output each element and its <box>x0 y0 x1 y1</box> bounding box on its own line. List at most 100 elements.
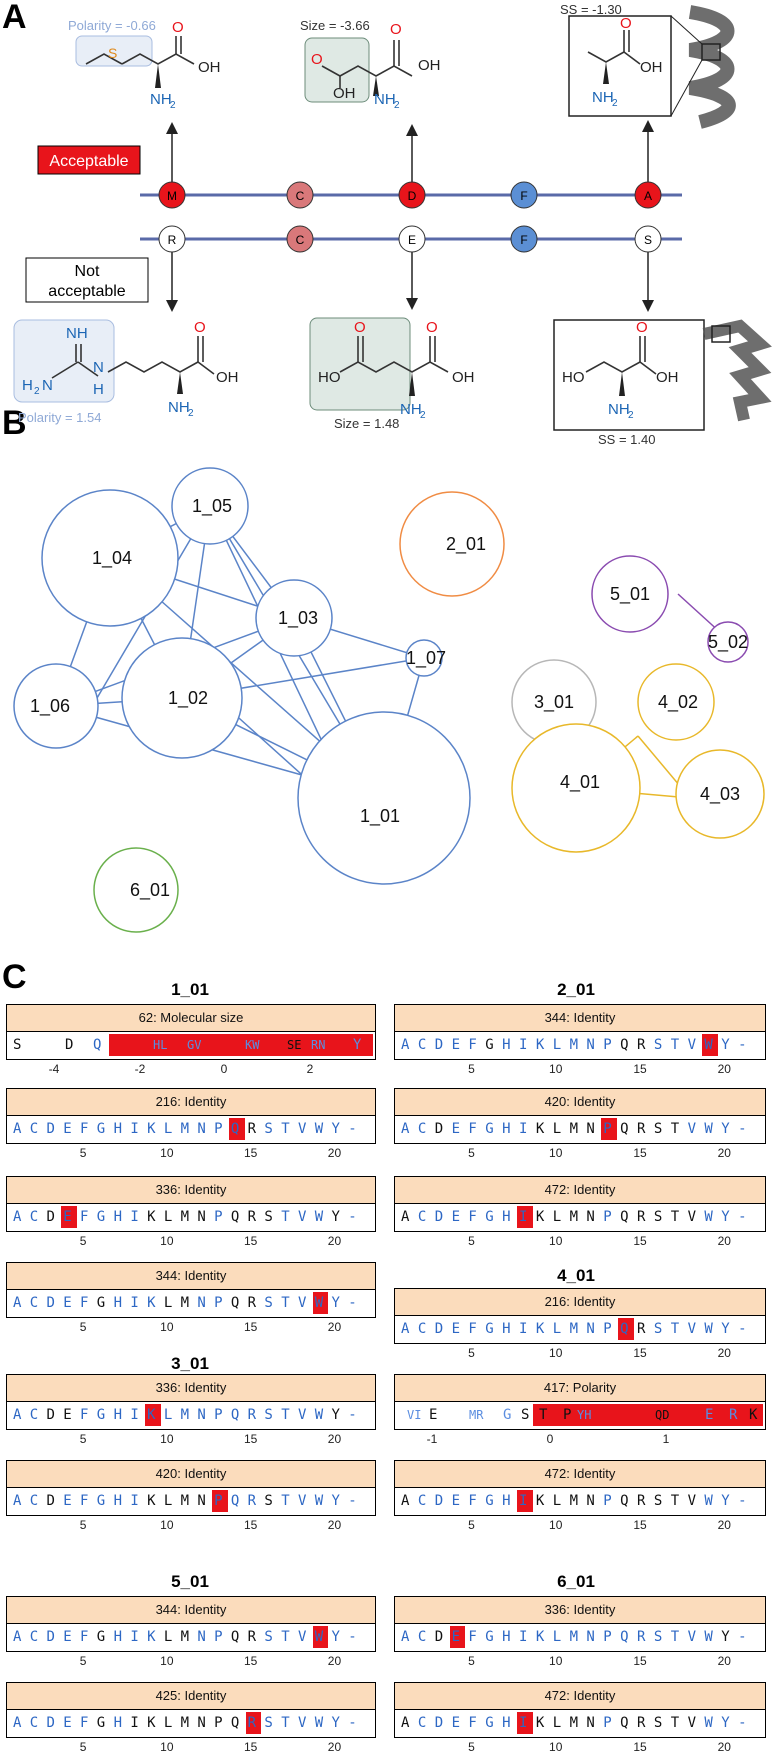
svg-text:O: O <box>354 319 366 336</box>
residue-letter: D <box>46 1493 55 1509</box>
residue-letter: N <box>197 1715 206 1731</box>
residue-letter: E <box>63 1407 72 1423</box>
residue-letter: N <box>197 1407 206 1423</box>
residue-letter: T <box>670 1715 680 1731</box>
residue-letter: D <box>46 1295 55 1311</box>
residue-letter: M <box>569 1037 578 1053</box>
node-1-01 <box>297 711 471 885</box>
residue-letter: W <box>704 1037 713 1053</box>
ser-ss-label: SS = 1.40 <box>598 432 655 447</box>
residue-letter: - <box>348 1407 357 1423</box>
residue-letter: I <box>130 1295 139 1311</box>
logo-header: 472: Identity <box>395 1683 765 1710</box>
residue-letter: P <box>214 1209 223 1225</box>
residue-letter: N <box>197 1209 206 1225</box>
residue-letter: Q <box>230 1121 240 1137</box>
residue-letter: A <box>401 1209 410 1225</box>
residue-letter: N <box>586 1321 595 1337</box>
residue-letter: Q <box>620 1037 629 1053</box>
svg-text:O: O <box>311 51 323 68</box>
node-1-05 <box>171 467 249 545</box>
residue-letter: M <box>180 1629 190 1645</box>
residue-letter: S <box>653 1493 663 1509</box>
residue-letter: L <box>163 1121 173 1137</box>
not-acceptable-label-2: acceptable <box>48 283 125 300</box>
met-polarity-label: Polarity = -0.66 <box>68 18 156 33</box>
residue-letter: F <box>468 1209 477 1225</box>
residue-letter: M <box>180 1295 190 1311</box>
residue-letter: E <box>451 1629 460 1645</box>
residue-letter: L <box>552 1209 562 1225</box>
glu-size-label: Size = 1.48 <box>334 416 399 431</box>
residue-letter: R <box>637 1037 646 1053</box>
residue-letter: S <box>264 1121 273 1137</box>
residue-letter: A <box>401 1037 410 1053</box>
residue-letter: F <box>80 1715 89 1731</box>
residue-letter: N <box>197 1629 206 1645</box>
svg-text:OH: OH <box>418 57 441 74</box>
residue-e: E <box>408 233 416 247</box>
residue-f-bottom: F <box>520 233 527 247</box>
residue-letter: C <box>417 1037 427 1053</box>
residue-letter: I <box>519 1037 528 1053</box>
residue-letter: Q <box>620 1493 629 1509</box>
residue-letter: F <box>468 1715 477 1731</box>
residue-letter: S <box>264 1629 273 1645</box>
svg-text:1_03: 1_03 <box>278 608 318 629</box>
residue-letter: N <box>586 1715 595 1731</box>
residue-letter: T <box>281 1121 290 1137</box>
node-4-01 <box>511 723 641 853</box>
svg-text:1_04: 1_04 <box>92 548 132 569</box>
logo-header: 420: Identity <box>395 1089 765 1116</box>
residue-letter: - <box>348 1295 357 1311</box>
node-5-02 <box>707 621 749 663</box>
svg-text:OH: OH <box>333 85 356 102</box>
residue-letter: C <box>29 1407 39 1423</box>
residue-letter: V <box>687 1493 696 1509</box>
residue-letter: T <box>281 1295 290 1311</box>
residue-letter: I <box>130 1121 139 1137</box>
residue-letter: Y <box>331 1715 340 1731</box>
residue-letter: A <box>13 1209 22 1225</box>
residue-letter: H <box>113 1121 122 1137</box>
residue-letter: Y <box>721 1037 730 1053</box>
residue-letter: Y <box>721 1121 730 1137</box>
residue-letter: M <box>180 1209 190 1225</box>
residue-letter: W <box>704 1715 713 1731</box>
residue-letter: V <box>687 1321 696 1337</box>
node-1-02 <box>121 637 243 759</box>
residue-letter: G <box>96 1493 106 1509</box>
residue-letter: R <box>637 1493 646 1509</box>
residue-letter: W <box>704 1209 713 1225</box>
residue-letter: W <box>704 1121 713 1137</box>
bottom-residues: R C E F S <box>158 225 662 253</box>
residue-letter: - <box>348 1629 357 1645</box>
residue-letter: Q <box>230 1715 240 1731</box>
residue-letter: P <box>214 1121 223 1137</box>
residue-letter: S <box>653 1715 663 1731</box>
logo-header: 336: Identity <box>7 1375 375 1402</box>
residue-letter: L <box>552 1629 562 1645</box>
svg-text:OH: OH <box>640 59 663 76</box>
methionine-structure: Polarity = -0.66 S O OH NH 2 <box>68 18 221 111</box>
residue-letter: - <box>348 1715 357 1731</box>
residue-letter: E <box>451 1209 460 1225</box>
residue-letter: F <box>468 1121 477 1137</box>
svg-text:S: S <box>108 45 117 61</box>
residue-letter: W <box>314 1715 324 1731</box>
